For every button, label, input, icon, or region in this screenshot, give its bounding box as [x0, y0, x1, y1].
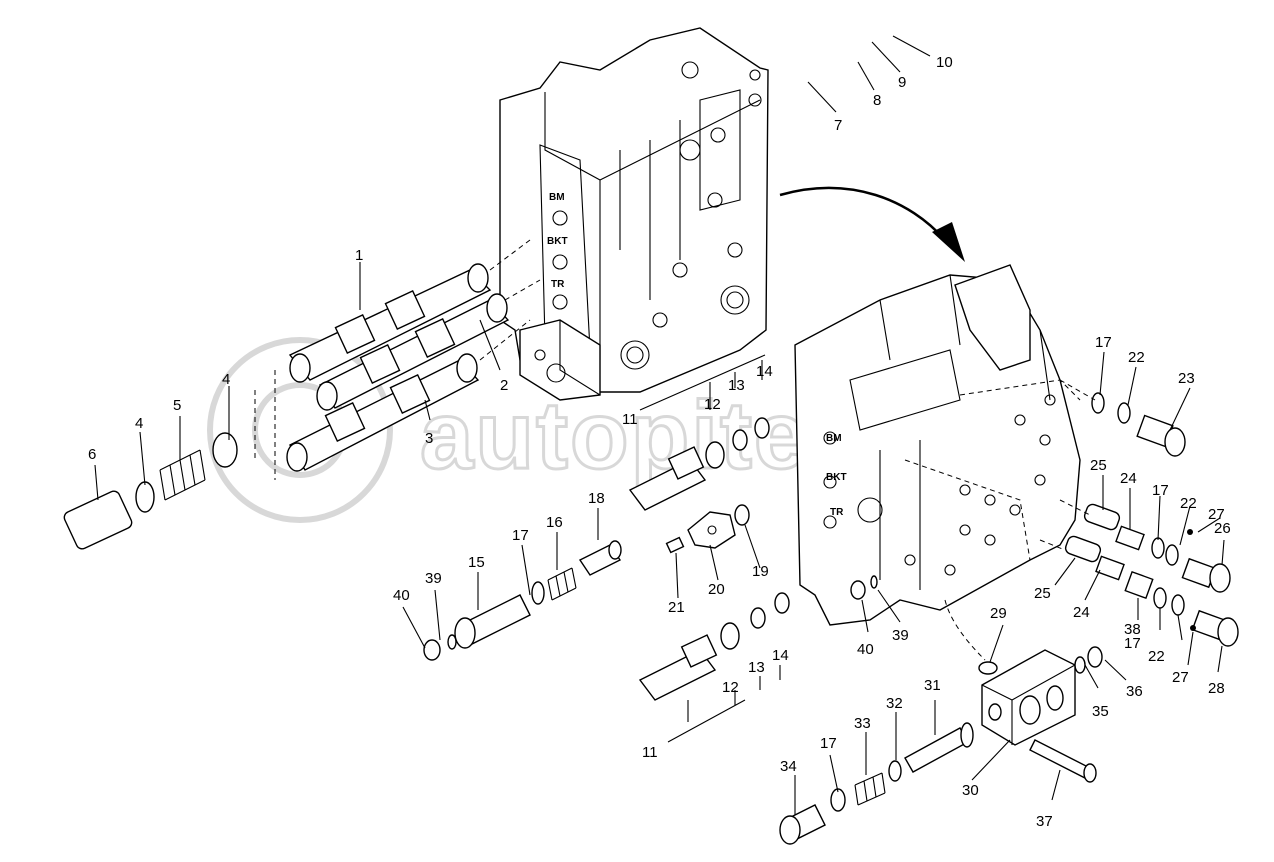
label-part-9: 9 — [898, 74, 906, 91]
label-part-26: 26 — [1214, 520, 1231, 537]
label-part-24b: 24 — [1073, 604, 1090, 621]
label-part-24a: 24 — [1120, 470, 1137, 487]
label-part-12b: 12 — [722, 679, 739, 696]
relief-valve-lower — [638, 592, 790, 701]
cover-plate-parts — [665, 504, 750, 554]
label-part-10: 10 — [936, 54, 953, 71]
label-part-17e: 17 — [820, 735, 837, 752]
lower-port-tr-label: TR — [830, 507, 844, 518]
spool-2 — [316, 293, 510, 411]
upper-port-bm-label: BM — [549, 192, 565, 203]
label-part-20: 20 — [708, 581, 725, 598]
label-part-15: 15 — [468, 554, 485, 571]
lower-port-bkt-label: BKT — [826, 472, 847, 483]
label-part-16: 16 — [546, 514, 563, 531]
label-part-14a: 14 — [756, 363, 773, 380]
label-part-17a: 17 — [512, 527, 529, 544]
label-part-13b: 13 — [748, 659, 765, 676]
part-number-labels: 1 2 3 4 4 5 6 7 8 9 10 11 11 12 12 13 13… — [88, 54, 1231, 830]
label-part-11a: 11 — [622, 411, 638, 428]
arrow-head-icon — [932, 222, 965, 262]
label-part-17d: 17 — [1124, 635, 1141, 652]
label-part-5: 5 — [173, 397, 181, 414]
label-part-34: 34 — [780, 758, 797, 775]
label-part-32: 32 — [886, 695, 903, 712]
label-part-4a: 4 — [222, 371, 230, 388]
label-part-25b: 25 — [1034, 585, 1051, 602]
label-part-40b: 40 — [857, 641, 874, 658]
label-part-40a: 40 — [393, 587, 410, 604]
label-part-2: 2 — [500, 377, 508, 394]
label-part-39b: 39 — [892, 627, 909, 644]
label-part-7: 7 — [834, 117, 842, 134]
lower-port-bm-label: BM — [826, 433, 842, 444]
upper-port-bkt-label: BKT — [547, 236, 568, 247]
spool-end-parts — [63, 432, 238, 550]
label-part-31: 31 — [924, 677, 941, 694]
label-part-6: 6 — [88, 446, 96, 463]
spool-3 — [286, 353, 480, 472]
label-part-22c: 22 — [1148, 648, 1165, 665]
label-part-17b: 17 — [1095, 334, 1112, 351]
label-part-13a: 13 — [728, 377, 745, 394]
small-plug-lower — [850, 575, 878, 600]
load-check-assembly — [423, 540, 622, 661]
label-part-18: 18 — [588, 490, 605, 507]
label-part-38: 38 — [1124, 621, 1141, 638]
label-part-28: 28 — [1208, 680, 1225, 697]
label-part-12a: 12 — [704, 396, 721, 413]
label-part-19: 19 — [752, 563, 769, 580]
label-part-11b: 11 — [642, 744, 658, 761]
curved-arrow-icon — [779, 186, 946, 241]
label-part-4b: 4 — [135, 415, 143, 432]
label-part-30: 30 — [962, 782, 979, 799]
label-part-27b: 27 — [1172, 669, 1189, 686]
label-part-39a: 39 — [425, 570, 442, 587]
label-part-25a: 25 — [1090, 457, 1107, 474]
label-part-29: 29 — [990, 605, 1007, 622]
label-part-22a: 22 — [1128, 349, 1145, 366]
lower-valve-housing — [794, 264, 1081, 626]
label-part-14b: 14 — [772, 647, 789, 664]
label-part-17c: 17 — [1152, 482, 1169, 499]
label-part-21: 21 — [668, 599, 685, 616]
label-part-22b: 22 — [1180, 495, 1197, 512]
label-part-1: 1 — [355, 247, 363, 264]
upper-port-tr-label: TR — [551, 279, 565, 290]
label-part-27a: 27 — [1208, 506, 1225, 523]
upper-valve-housing — [499, 27, 769, 401]
right-plug-parts — [1064, 392, 1239, 647]
label-part-8: 8 — [873, 92, 881, 109]
leader-lines — [94, 35, 1225, 815]
relief-valve-upper — [628, 417, 770, 511]
label-part-3: 3 — [425, 430, 433, 447]
spool-1 — [288, 263, 492, 383]
label-part-23: 23 — [1178, 370, 1195, 387]
label-part-36: 36 — [1126, 683, 1143, 700]
label-part-35: 35 — [1092, 703, 1109, 720]
housing-bolt-holes — [904, 394, 1056, 576]
label-part-33: 33 — [854, 715, 871, 732]
label-part-37: 37 — [1036, 813, 1053, 830]
side-block-assembly — [779, 646, 1103, 845]
